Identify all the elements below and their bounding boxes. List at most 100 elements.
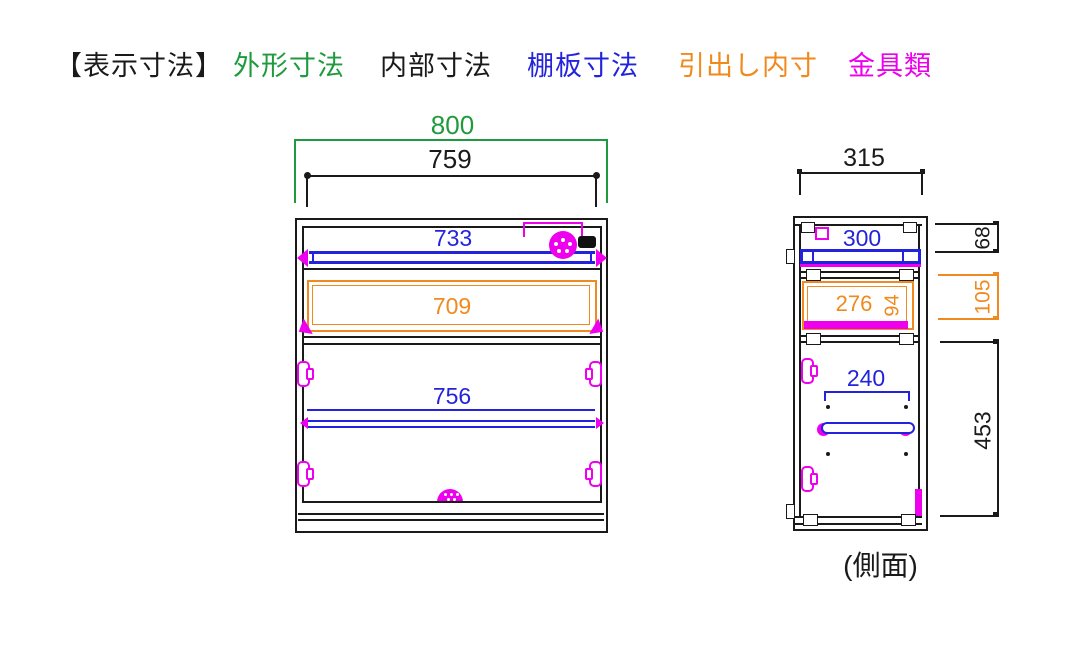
shelf-support-arrow-icon <box>300 417 308 429</box>
side-bottom-shelf-profile <box>821 422 915 434</box>
legend-item-drawer-dims: 引出し内寸 <box>678 51 818 81</box>
joint-notch <box>801 222 815 233</box>
front-outer-dim-line <box>294 139 608 141</box>
side-divider-line <box>800 277 919 279</box>
drawer-section-ext-line <box>938 318 999 320</box>
front-drawer-inner-box-line <box>312 285 590 325</box>
side-drawer-height-label: 94 <box>880 287 906 323</box>
joint-notch <box>899 333 914 345</box>
shelf-pin-icon <box>297 361 314 387</box>
dim-end-tick <box>993 512 999 517</box>
drawer-section-height-text: 105 <box>972 279 996 315</box>
front-top-shelf-end-cap <box>590 251 592 264</box>
joint-notch <box>899 269 914 281</box>
side-drawer-height-text: 94 <box>881 293 904 317</box>
front-cabinet-outline <box>295 218 608 533</box>
front-base-line <box>298 513 604 515</box>
dim-end-tick <box>993 249 999 253</box>
dim-bracket-tick <box>824 391 826 401</box>
fitting-chip-icon <box>578 236 596 248</box>
top-section-height-text: 68 <box>971 226 995 250</box>
side-right-inner-wall <box>918 226 920 516</box>
dim-end-tick <box>993 339 999 344</box>
top-section-ext-line <box>935 251 999 253</box>
front-top-shelf-bottom-line <box>309 261 595 264</box>
side-divider-line <box>800 271 919 273</box>
legend-item-outer-dims: 外形寸法 <box>233 51 345 81</box>
side-view-caption: (側面) <box>843 550 918 581</box>
front-bottom-board-line <box>302 501 602 503</box>
dim-end-tick <box>797 169 802 174</box>
top-section-ext-line <box>935 223 999 225</box>
front-outer-dim-ext-left <box>294 139 296 203</box>
joint-notch <box>806 333 821 345</box>
side-bottom-board-line <box>795 516 922 518</box>
front-inner-dim-ext-right <box>595 175 597 207</box>
front-inner-dim-ext-left <box>306 175 308 207</box>
front-bottom-shelf-label: 756 <box>432 383 472 409</box>
front-bottom-shelf-line <box>307 420 595 422</box>
side-bottom-board-line <box>795 523 922 525</box>
back-panel-fitting <box>915 489 922 516</box>
drawer-section-height-label: 105 <box>971 275 997 319</box>
joint-notch <box>901 514 916 526</box>
shelf-support-arrow-icon <box>596 249 607 267</box>
side-bottom-shelf-dim-line <box>824 391 910 393</box>
pin-hole <box>826 452 830 456</box>
side-top-inner-edge <box>795 224 922 226</box>
pin-hole <box>904 452 908 456</box>
lower-section-height-label: 453 <box>968 388 998 473</box>
shelf-support-arrow-icon <box>596 417 604 429</box>
shelf-pin-icon <box>801 358 818 384</box>
lower-section-dim-line <box>997 341 999 517</box>
dim-end-tick <box>920 169 925 174</box>
joint-notch <box>806 269 821 281</box>
front-top-shelf-label: 733 <box>433 225 473 251</box>
front-outer-width-label: 800 <box>430 110 475 140</box>
lower-section-height-text: 453 <box>969 411 996 450</box>
side-divider-line <box>800 335 919 337</box>
edge-tab <box>786 504 795 519</box>
fitting-square-icon <box>815 227 829 240</box>
side-depth-label: 315 <box>843 144 885 172</box>
front-top-inner-edge <box>302 226 602 228</box>
legend-item-shelf-dims: 棚板寸法 <box>527 51 639 81</box>
front-inner-width-label: 759 <box>428 144 472 174</box>
cam-lock-icon <box>549 231 577 259</box>
shelf-pin-icon <box>589 361 602 387</box>
side-depth-dim-line <box>800 172 925 174</box>
lower-section-ext-line <box>940 341 999 343</box>
side-drawer-inner-box <box>802 281 914 330</box>
mounting-bracket-icon <box>523 222 583 237</box>
shelf-hardware-strip <box>800 264 921 267</box>
front-divider-line <box>302 268 602 270</box>
side-bottom-shelf-label: 240 <box>846 365 886 391</box>
shelf-support-arrow-icon <box>297 249 308 267</box>
drawer-section-ext-line <box>938 274 999 276</box>
legend-prefix: 【表示寸法】 <box>55 51 223 81</box>
edge-tab <box>786 249 795 264</box>
front-inner-dim-line <box>307 175 597 177</box>
cam-lock-icon <box>437 489 463 502</box>
front-bottom-shelf-line <box>307 426 595 428</box>
shelf-slot <box>902 252 904 261</box>
legend-item-hardware: 金具類 <box>848 51 932 81</box>
dim-end-tick <box>993 316 999 320</box>
dim-end-tick <box>993 221 999 225</box>
dim-end-tick <box>993 272 999 276</box>
joint-notch <box>903 222 917 233</box>
front-divider-line <box>302 343 602 345</box>
front-divider-line <box>302 336 602 338</box>
top-section-dim-line <box>997 223 999 253</box>
front-top-shelf-end-cap <box>312 251 314 264</box>
side-left-inner-wall <box>799 226 801 516</box>
side-depth-ext-left <box>799 172 801 195</box>
front-base-line <box>298 519 604 521</box>
side-top-shelf-profile <box>800 249 921 264</box>
side-top-shelf-label: 300 <box>842 225 882 251</box>
front-outer-dim-ext-right <box>606 139 608 203</box>
pin-hole <box>826 405 830 409</box>
drawer-section-dim-line <box>997 274 999 320</box>
lower-section-ext-line <box>940 515 999 517</box>
